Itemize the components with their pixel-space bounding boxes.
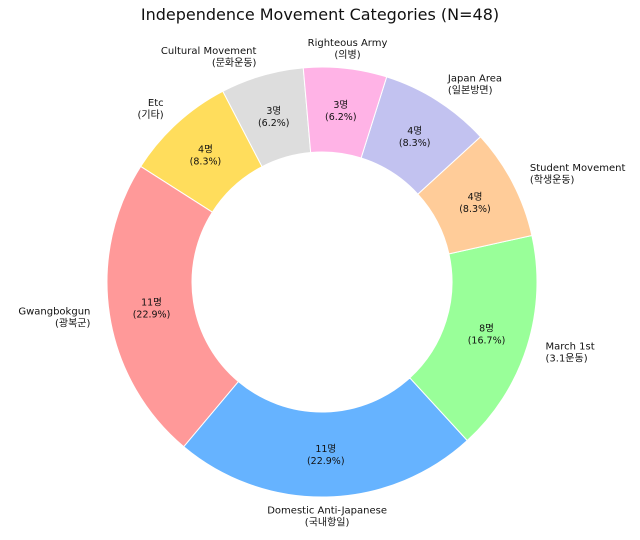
slice-label-ko-gwangbokgun: (광복군) [55,318,91,330]
slice-count-label-domestic-anti-japanese: 11명 [315,444,336,455]
slice-label-ko-cultural-movement: (문화운동) [212,57,257,69]
slice-label-ko-righteous-army: (의병) [334,49,360,61]
slice-label-gwangbokgun: Gwangbokgun [18,307,90,318]
slice-percent-label-japan-area: (8.3%) [399,138,431,149]
slice-label-march-1st: March 1st [546,341,595,352]
chart-title: Independence Movement Categories (N=48) [140,5,500,24]
slice-percent-label-domestic-anti-japanese: (22.9%) [307,456,345,467]
slice-count-label-student-movement: 4명 [468,192,483,203]
slice-count-label-gwangbokgun: 11명 [141,298,162,309]
slice-label-ko-etc: (기타) [137,109,163,121]
slice-label-ko-japan-area: (일본방면) [448,84,493,96]
slice-percent-label-etc: (8.3%) [190,156,222,167]
slice-percent-label-gwangbokgun: (22.9%) [133,310,171,321]
slice-percent-label-cultural-movement: (6.2%) [258,118,290,129]
slice-gwangbokgun [106,165,240,448]
slice-label-ko-march-1st: (3.1운동) [546,352,588,364]
slice-label-cultural-movement: Cultural Movement [161,46,257,57]
slice-label-etc: Etc [148,98,164,109]
slice-label-ko-student-movement: (학생운동) [530,174,575,186]
slice-count-label-etc: 4명 [198,144,213,155]
slice-label-righteous-army: Righteous Army [308,38,388,49]
slice-label-domestic-anti-japanese: Domestic Anti-Japanese [267,505,387,516]
slice-label-student-movement: Student Movement [530,163,626,174]
slice-count-label-japan-area: 4명 [407,126,422,137]
slice-percent-label-march-1st: (16.7%) [468,335,506,346]
slice-percent-label-student-movement: (8.3%) [459,204,491,215]
slice-righteous-army [302,66,388,159]
slice-count-label-cultural-movement: 3명 [266,106,281,117]
slice-domestic-anti-japanese [183,377,468,498]
slice-percent-label-righteous-army: (6.2%) [325,112,357,123]
slice-count-label-righteous-army: 3명 [333,100,348,111]
slice-label-japan-area: Japan Area [447,73,502,84]
slice-count-label-march-1st: 8명 [479,323,494,334]
slice-label-ko-domestic-anti-japanese: (국내항일) [305,516,350,528]
